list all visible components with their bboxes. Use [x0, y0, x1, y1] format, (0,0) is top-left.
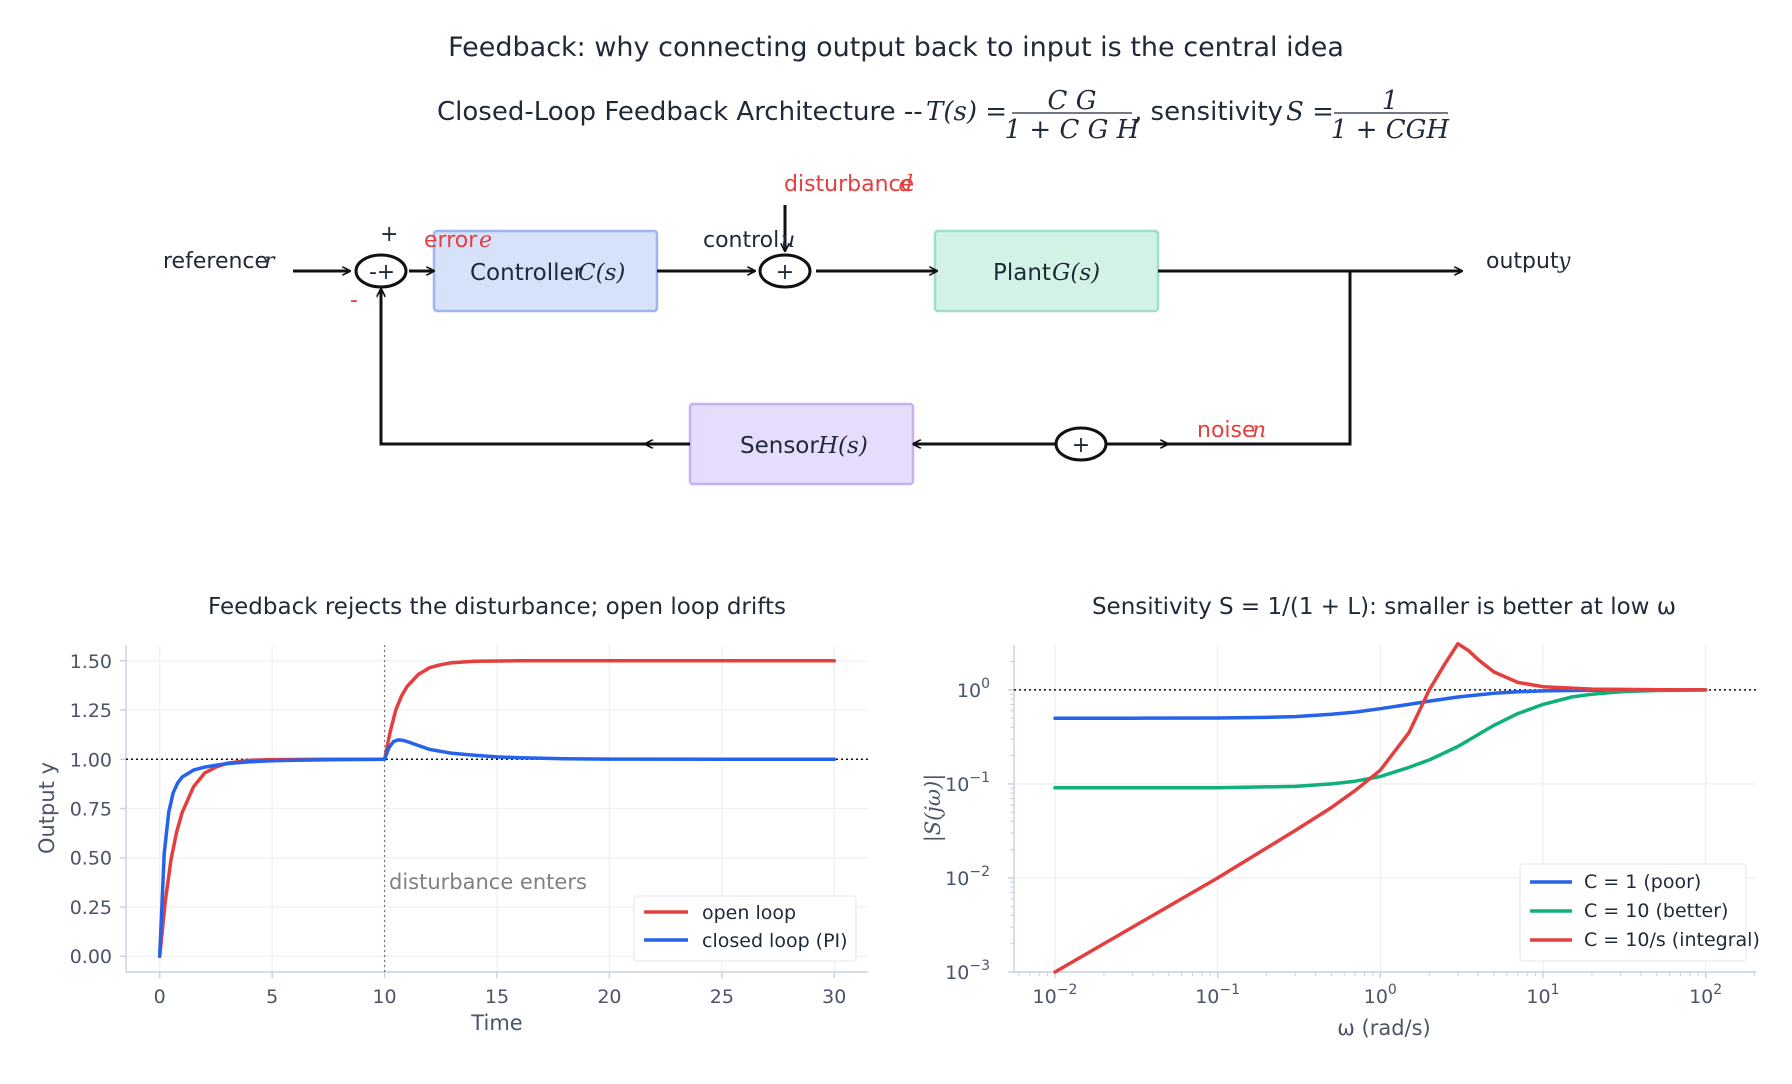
time-response-chart: Feedback rejects the disturbance; open l…: [35, 594, 868, 1035]
time-response-refs: [126, 645, 868, 972]
time-response-title: Feedback rejects the disturbance; open l…: [208, 594, 786, 620]
time-response-legend-box: [633, 895, 857, 962]
disturbance-annotation: disturbance enters: [389, 870, 587, 894]
output-symbol: y: [1557, 249, 1571, 274]
diagram-title-T-numerator: C G: [1048, 86, 1097, 116]
y-tick-label: 0.50: [70, 848, 112, 870]
x-tick-label: 101: [1526, 982, 1559, 1008]
sensor-symbol: H(s): [817, 433, 868, 459]
feedback-path-left: [381, 289, 645, 446]
block-diagram: Closed-Loop Feedback Architecture -- T(s…: [163, 86, 1571, 486]
series-line-0: [1053, 688, 1708, 720]
diagram-title-T: T(s) =: [926, 97, 1007, 127]
diagram-title-S-denominator: 1 + CGH: [1331, 115, 1451, 145]
noise-label: noise: [1197, 418, 1256, 443]
control-symbol: u: [781, 228, 795, 253]
x-tick-label: 102: [1689, 982, 1722, 1008]
error-junction-plus: +: [377, 260, 395, 285]
output-label: output: [1486, 249, 1559, 274]
x-tick-label: 30: [822, 986, 846, 1008]
noise-symbol: n: [1252, 418, 1266, 443]
time-response-legend: open loop closed loop (PI): [633, 895, 857, 962]
series-line-2: [1053, 641, 1708, 974]
control-label: control: [703, 228, 779, 253]
noise-summing-junction: [1054, 426, 1108, 462]
legend-label-c10: C = 10 (better): [1584, 900, 1728, 922]
y-tick-label: 10−2: [945, 864, 990, 890]
x-tick-label: 20: [597, 986, 621, 1008]
sensitivity-chart: Sensitivity S = 1/(1 + L): smaller is be…: [921, 594, 1760, 1040]
sensitivity-legend-box: [1519, 863, 1747, 962]
x-tick-label: 15: [485, 986, 509, 1008]
legend-label-open-loop: open loop: [702, 902, 796, 924]
y-tick-label: 100: [957, 676, 990, 702]
x-tick-label: 10−2: [1033, 982, 1078, 1008]
reference-symbol: r: [264, 249, 276, 274]
time-response-ylabel: Output y: [35, 762, 59, 854]
diagram-title-S: S =: [1286, 97, 1334, 127]
feedback-path-right: [1160, 271, 1352, 446]
diagram-title-S-word: , sensitivity: [1134, 97, 1283, 127]
plant-label: Plant: [993, 260, 1051, 286]
controller-label: Controller: [470, 260, 584, 286]
y-tick-label: 1.00: [70, 749, 112, 771]
series-line-0: [157, 659, 837, 958]
error-junction-minus: -: [369, 260, 377, 285]
sensitivity-legend: C = 1 (poor) C = 10 (better) C = 10/s (i…: [1519, 863, 1760, 962]
x-tick-label: 10: [372, 986, 396, 1008]
series-line-1: [1053, 688, 1708, 790]
time-response-series: [157, 659, 837, 958]
sensitivity-ylabel: |S(jω)|: [921, 774, 946, 843]
reference-label: reference: [163, 249, 268, 274]
disturbance-label: disturbance: [784, 172, 914, 197]
disturbance-symbol: d: [899, 172, 913, 197]
x-tick-label: 100: [1364, 982, 1397, 1008]
y-tick-label: 10−1: [945, 770, 990, 796]
x-tick-label: 0: [154, 986, 166, 1008]
diagram-title-T-denominator: 1 + C G H: [1005, 115, 1141, 145]
legend-label-closed-loop: closed loop (PI): [702, 930, 848, 952]
controller-symbol: C(s): [578, 260, 625, 286]
diagram-title-S-numerator: 1: [1382, 86, 1399, 116]
disturbance-summing-junction: [758, 253, 812, 289]
plus-sign-label: +: [380, 222, 398, 247]
x-tick-label: 5: [266, 986, 278, 1008]
sensitivity-xlabel: ω (rad/s): [1337, 1016, 1431, 1040]
y-tick-label: 10−3: [945, 958, 990, 984]
x-tick-label: 10−1: [1195, 982, 1240, 1008]
x-tick-label: 25: [710, 986, 734, 1008]
plant-symbol: G(s): [1052, 260, 1100, 286]
y-tick-label: 1.25: [70, 700, 112, 722]
sensor-label: Sensor: [740, 433, 819, 459]
error-label: error: [424, 228, 478, 253]
diagram-title: Closed-Loop Feedback Architecture --: [437, 97, 923, 127]
legend-label-integral: C = 10/s (integral): [1584, 929, 1760, 951]
sensitivity-title: Sensitivity S = 1/(1 + L): smaller is be…: [1092, 594, 1676, 620]
series-line-1: [157, 738, 837, 958]
y-tick-label: 0.75: [70, 799, 112, 821]
time-response-ticks: 0 5 10 15 20 25 30 0.00 0.25 0.50 0.75 1.00 1.25 1.50: [70, 651, 847, 1008]
noise-junction-plus: +: [1072, 433, 1090, 458]
time-response-xlabel: Time: [470, 1011, 522, 1035]
figure-suptitle: Feedback: why connecting output back to …: [448, 32, 1344, 63]
y-tick-label: 1.50: [70, 651, 112, 673]
error-summing-junction: [354, 253, 408, 289]
legend-label-c1: C = 1 (poor): [1584, 871, 1701, 893]
error-symbol: e: [479, 228, 492, 253]
minus-sign-label: -: [350, 288, 358, 313]
disturbance-junction-plus: +: [776, 260, 794, 285]
y-tick-label: 0.25: [70, 897, 112, 919]
sensitivity-series: [1053, 641, 1708, 974]
y-tick-label: 0.00: [70, 946, 112, 968]
